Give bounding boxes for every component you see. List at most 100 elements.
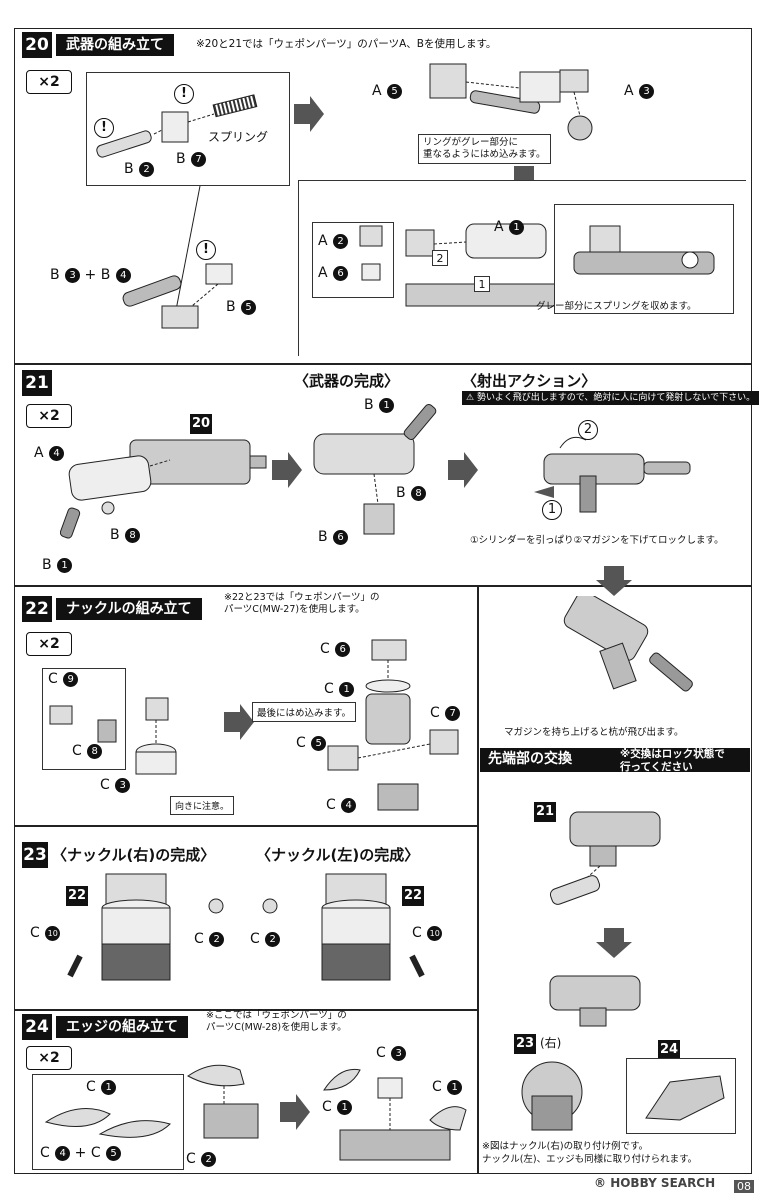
ref-20: 20 (190, 414, 212, 434)
callout-direction: 向きに注意。 (170, 796, 235, 815)
multiplier-24: ×2 (26, 1046, 72, 1070)
part-label: B 2 (124, 160, 155, 178)
assembly-diagram-20a (96, 94, 258, 158)
knuckle-right-title: 〈ナックル(右)の完成〉 (52, 846, 216, 864)
mark-2: 2 (432, 250, 448, 266)
edge-diagram-c (323, 1068, 467, 1161)
assembly-diagram-20b (122, 186, 233, 329)
step-title-24: エッジの組み立て (56, 1016, 188, 1038)
part-label: B 6 (318, 528, 349, 546)
down-arrow (596, 566, 632, 596)
tip-title: 先端部の交換 (480, 748, 750, 772)
step-note-22: ※22と23では「ウェポンパーツ」の パーツC(MW-27)を使用します。 (224, 592, 380, 615)
knuckle-left-title: 〈ナックル(左)の完成〉 (256, 846, 420, 864)
watermark: ® HOBBY SEARCH (594, 1176, 716, 1190)
knuckle-left-diagram (262, 873, 425, 981)
step-number-23: 23 (22, 842, 48, 868)
tip-note: ※交換はロック状態で 行ってください (620, 748, 725, 773)
tip-diagram-1 (549, 811, 661, 905)
ref-24: 24 (658, 1040, 680, 1060)
part-label: C 2 (186, 1150, 217, 1168)
part-label: B 8 (110, 526, 141, 544)
part-label: C 7 (430, 704, 461, 722)
part-label: C 1 (324, 680, 355, 698)
page-number: 08 (734, 1180, 754, 1193)
part-label: B 8 (396, 484, 427, 502)
next-arrow (280, 1094, 310, 1130)
detail-diagram (573, 225, 715, 275)
tip-diagram-2 (549, 975, 641, 1027)
block-part (161, 111, 189, 143)
part-label: C 1 (86, 1078, 117, 1096)
part-label: A 2 (318, 232, 349, 250)
part-label: C 1 (322, 1098, 353, 1116)
callout-spring: グレー部分にスプリングを収めます。 (536, 301, 697, 312)
ref-21: 21 (534, 802, 556, 822)
assembly-diagram-20c (429, 63, 593, 141)
next-arrow (224, 704, 254, 740)
rod-part (96, 130, 152, 158)
part-label: A 3 (624, 82, 655, 100)
assembly-diagram-22b (327, 639, 459, 811)
mark-1: 1 (474, 276, 490, 292)
multiplier-22: ×2 (26, 632, 72, 656)
spring-part (212, 94, 258, 118)
next-arrow (294, 96, 324, 132)
step-number-20: 20 (22, 32, 52, 58)
step-number-21: 21 (22, 370, 52, 396)
weapon-complete-diagram (313, 403, 437, 535)
part-label: C 1 (432, 1078, 463, 1096)
part-label: スプリング (208, 130, 269, 144)
step-number-24: 24 (22, 1014, 52, 1040)
part-label: C 8 (72, 742, 103, 760)
part-label: C 4 (326, 796, 357, 814)
callout-ring: リングがグレー部分に 重なるようにはめ込みます。 (418, 134, 551, 164)
action-warning: ⚠ 勢いよく飛び出しますので、絶対に人に向けて発射しないで下さい。 (462, 391, 760, 405)
part-label: B 5 (226, 298, 257, 316)
part-label: C 6 (320, 640, 351, 658)
ref-23: 23 (514, 1034, 536, 1054)
step-note-24: ※ここでは「ウェポンパーツ」の パーツC(MW-28)を使用します。 (206, 1010, 347, 1033)
knuckle-right-diagram (67, 873, 224, 981)
tip-caption: ※図はナックル(右)の取り付け例です。 ナックル(左)、エッジも同様に取り付けら… (482, 1141, 698, 1165)
part-label: B 7 (176, 150, 207, 168)
assembly-diagram-21 (60, 439, 267, 539)
part-label: A 1 (494, 218, 525, 236)
part-label: B 3 + B 4 (50, 266, 131, 284)
action-title: 〈射出アクション〉 (462, 372, 597, 390)
part-label: C 3 (100, 776, 131, 794)
part-label: C 5 (296, 734, 327, 752)
part-label: C 10 (412, 924, 443, 942)
magazine-diagram (563, 596, 693, 692)
section-23 (14, 826, 478, 1010)
part-label: C 9 (48, 670, 79, 688)
part-label: A 5 (372, 82, 403, 100)
part-label: B 1 (42, 556, 73, 574)
ref-23-side: (右) (540, 1036, 562, 1050)
part-label: C 10 (30, 924, 61, 942)
assembly-diagram-20d (359, 223, 556, 307)
part-label: A 6 (318, 264, 349, 282)
multiplier-21: ×2 (26, 404, 72, 428)
ref-22: 22 (402, 886, 424, 906)
assembly-diagram-22a (49, 697, 177, 775)
multiplier-20: ×2 (26, 70, 72, 94)
next-arrow (448, 452, 478, 488)
caution-icon: ! (174, 84, 194, 104)
knuckle-attach-diagram (521, 1061, 583, 1131)
edge-attach-diagram (645, 1075, 725, 1121)
step-2-icon: 2 (578, 420, 598, 440)
ref-22: 22 (66, 886, 88, 906)
step-title-20: 武器の組み立て (56, 34, 174, 56)
part-label: C 3 (376, 1044, 407, 1062)
down-arrow (596, 928, 632, 958)
edge-diagram-b (187, 1064, 259, 1139)
action-caption-2: マガジンを持ち上げると杭が飛び出ます。 (504, 727, 684, 738)
caution-icon: ! (94, 118, 114, 138)
edge-diagram-a (44, 1108, 171, 1138)
part-label: A 4 (34, 444, 65, 462)
action-caption: ①シリンダーを引っぱり②マガジンを下げてロックします。 (470, 535, 724, 546)
action-diagram (534, 436, 691, 513)
next-arrow (272, 452, 302, 488)
callout-last: 最後にはめ込みます。 (252, 702, 357, 722)
